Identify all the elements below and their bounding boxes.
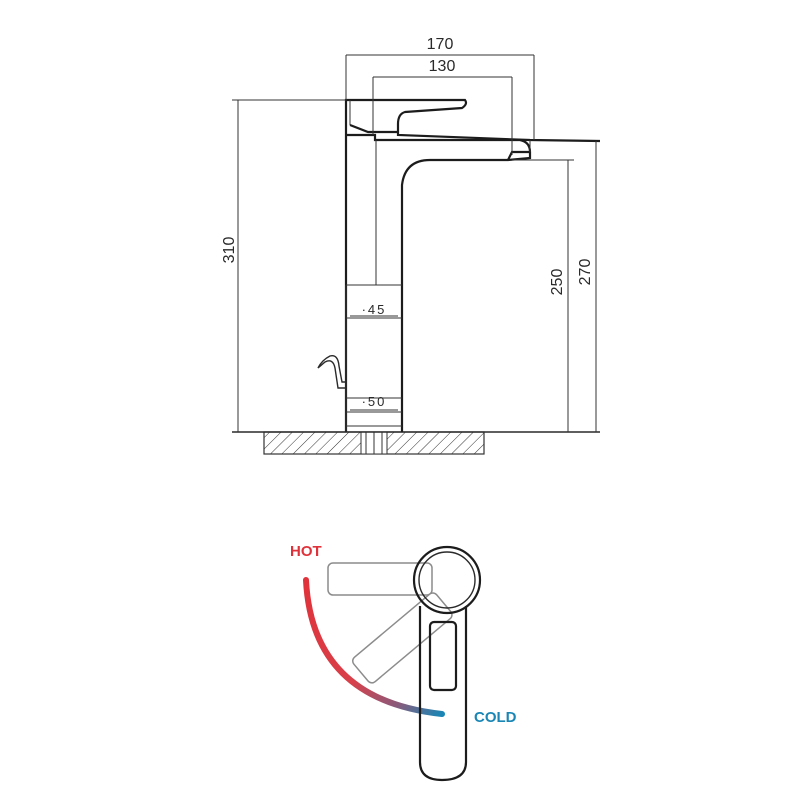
hot-label: HOT: [290, 543, 322, 560]
hot-cold-arc: [303, 577, 445, 717]
lever-hub-outer: [412, 545, 482, 615]
spout-outline: [418, 606, 468, 782]
drain-rod: [317, 355, 346, 389]
dim-130-label: 130: [429, 58, 456, 75]
faucet-body: [344, 98, 601, 432]
dim-width-spout: 130: [372, 58, 513, 155]
dim-diameter-45-label: ·45: [362, 302, 387, 317]
top-view: HOT COLD: [290, 543, 517, 782]
dim-310-label: 310: [221, 237, 238, 264]
dim-250-label: 250: [549, 269, 566, 296]
dim-width-total: 170: [345, 36, 535, 140]
dim-diameter-50-label: ·50: [362, 394, 387, 409]
lever-ghost-mid: [351, 592, 453, 684]
lever-hub-inner: [418, 551, 476, 609]
spout-inner-slot: [428, 620, 458, 692]
lever-ghost-hot: [327, 562, 433, 596]
cold-label: COLD: [474, 709, 517, 726]
side-view: 170 130 310 250 270 ·45 ·50: [221, 36, 601, 455]
dim-170-label: 170: [427, 36, 454, 53]
dim-270-label: 270: [577, 259, 594, 286]
dim-height-outlet: 250: [512, 159, 574, 432]
dim-height-total: 310: [221, 99, 346, 432]
dim-height-spout-top: 270: [577, 141, 597, 432]
